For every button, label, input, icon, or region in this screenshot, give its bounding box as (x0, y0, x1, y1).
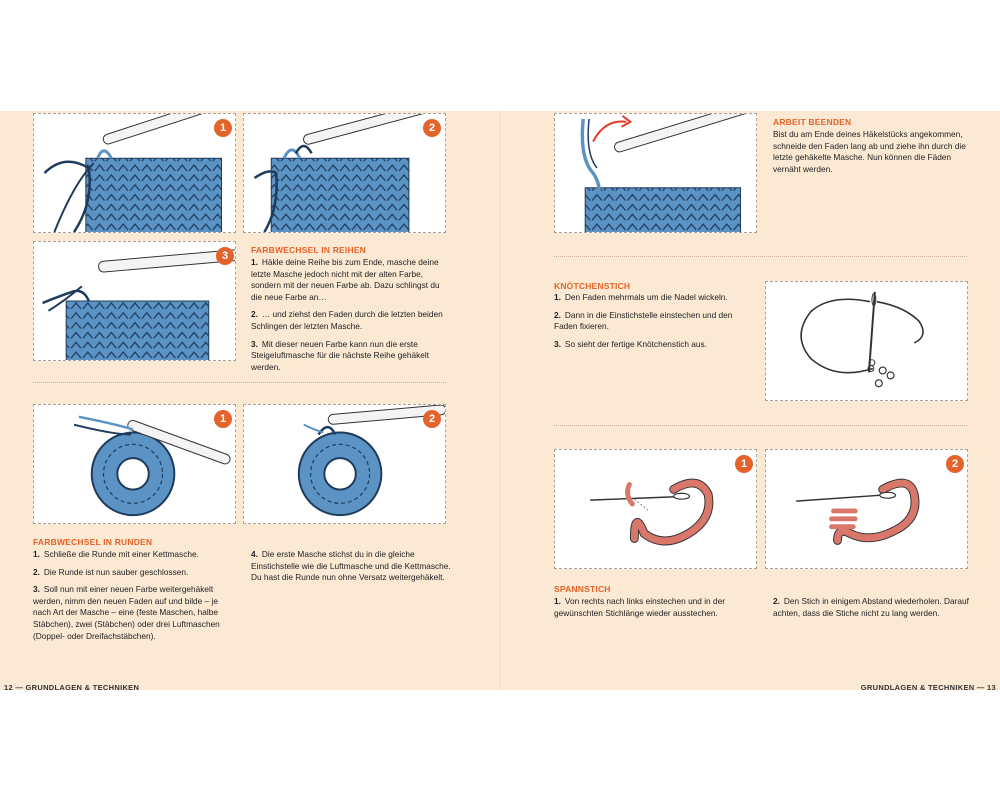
page-footer-left: 12 — GRUNDLAGEN & TECHNIKEN (4, 683, 140, 692)
finish-text: Bist du am Ende deines Häkelstücks angek… (773, 129, 966, 174)
illustration-satin-stitch-2: 2 (765, 449, 968, 569)
section-heading-knot: KNÖTCHENSTICH (554, 281, 631, 291)
section-divider (554, 425, 967, 426)
step-paragraph: 4.Die erste Masche stichst du in die gle… (251, 549, 451, 583)
step-paragraph: 2.Die Runde ist nun sauber geschlossen. (33, 566, 189, 577)
illustration-knot-stitch (765, 281, 968, 401)
page-footer-right: GRUNDLAGEN & TECHNIKEN — 13 (860, 683, 996, 692)
section-divider (33, 382, 446, 383)
round-change-steps-right: 4.Die erste Masche stichst du in die gle… (251, 549, 451, 590)
step-badge: 2 (946, 455, 964, 473)
illustration-row-change-1: 1 (33, 113, 236, 233)
section-divider (554, 256, 967, 257)
step-paragraph: 3.Soll nun mit einer neuen Farbe weiterg… (33, 584, 220, 641)
step-paragraph: 2.Den Stich in einigem Abstand wiederhol… (773, 596, 969, 618)
illustration-satin-stitch-1: 1 (554, 449, 757, 569)
illustration-row-change-2: 2 (243, 113, 446, 233)
row-change-steps: 1.Häkle deine Reihe bis zum Ende, masche… (251, 257, 451, 379)
step-paragraph: 1.Den Faden mehrmals um die Nadel wickel… (554, 292, 728, 302)
knot-steps: 1.Den Faden mehrmals um die Nadel wickel… (554, 292, 754, 356)
step-badge: 3 (216, 247, 234, 265)
step-paragraph: 1.Schließe die Runde mit einer Kettmasch… (33, 549, 199, 559)
section-heading-finish: ARBEIT BEENDEN (773, 117, 852, 127)
step-paragraph: 2.… und ziehst den Faden durch die letzt… (251, 309, 443, 331)
illustration-row-change-3: 3 (33, 241, 236, 361)
step-badge: 1 (735, 455, 753, 473)
section-heading-satin: SPANNSTICH (554, 584, 611, 594)
satin-steps-right: 2.Den Stich in einigem Abstand wiederhol… (773, 596, 973, 625)
section-heading-round-change: FARBWECHSEL IN RUNDEN (33, 537, 153, 547)
step-paragraph: 3.So sieht der fertige Knötchenstich aus… (554, 338, 707, 349)
step-badge: 2 (423, 119, 441, 137)
illustration-round-change-2: 2 (243, 404, 446, 524)
step-paragraph: 1.Häkle deine Reihe bis zum Ende, masche… (251, 257, 440, 302)
satin-steps-left: 1.Von rechts nach links einstechen und i… (554, 596, 754, 625)
section-heading-row-change: FARBWECHSEL IN REIHEN (251, 245, 367, 255)
step-paragraph: 1.Von rechts nach links einstechen und i… (554, 596, 725, 618)
step-badge: 1 (214, 119, 232, 137)
step-badge: 1 (214, 410, 232, 428)
round-change-steps-left: 1.Schließe die Runde mit einer Kettmasch… (33, 549, 238, 648)
illustration-finish (554, 113, 757, 233)
book-gutter (499, 111, 501, 690)
step-badge: 2 (423, 410, 441, 428)
step-paragraph: 2.Dann in die Einstichstelle einstechen … (554, 309, 733, 332)
step-paragraph: 3.Mit dieser neuen Farbe kann nun die er… (251, 338, 430, 372)
illustration-round-change-1: 1 (33, 404, 236, 524)
